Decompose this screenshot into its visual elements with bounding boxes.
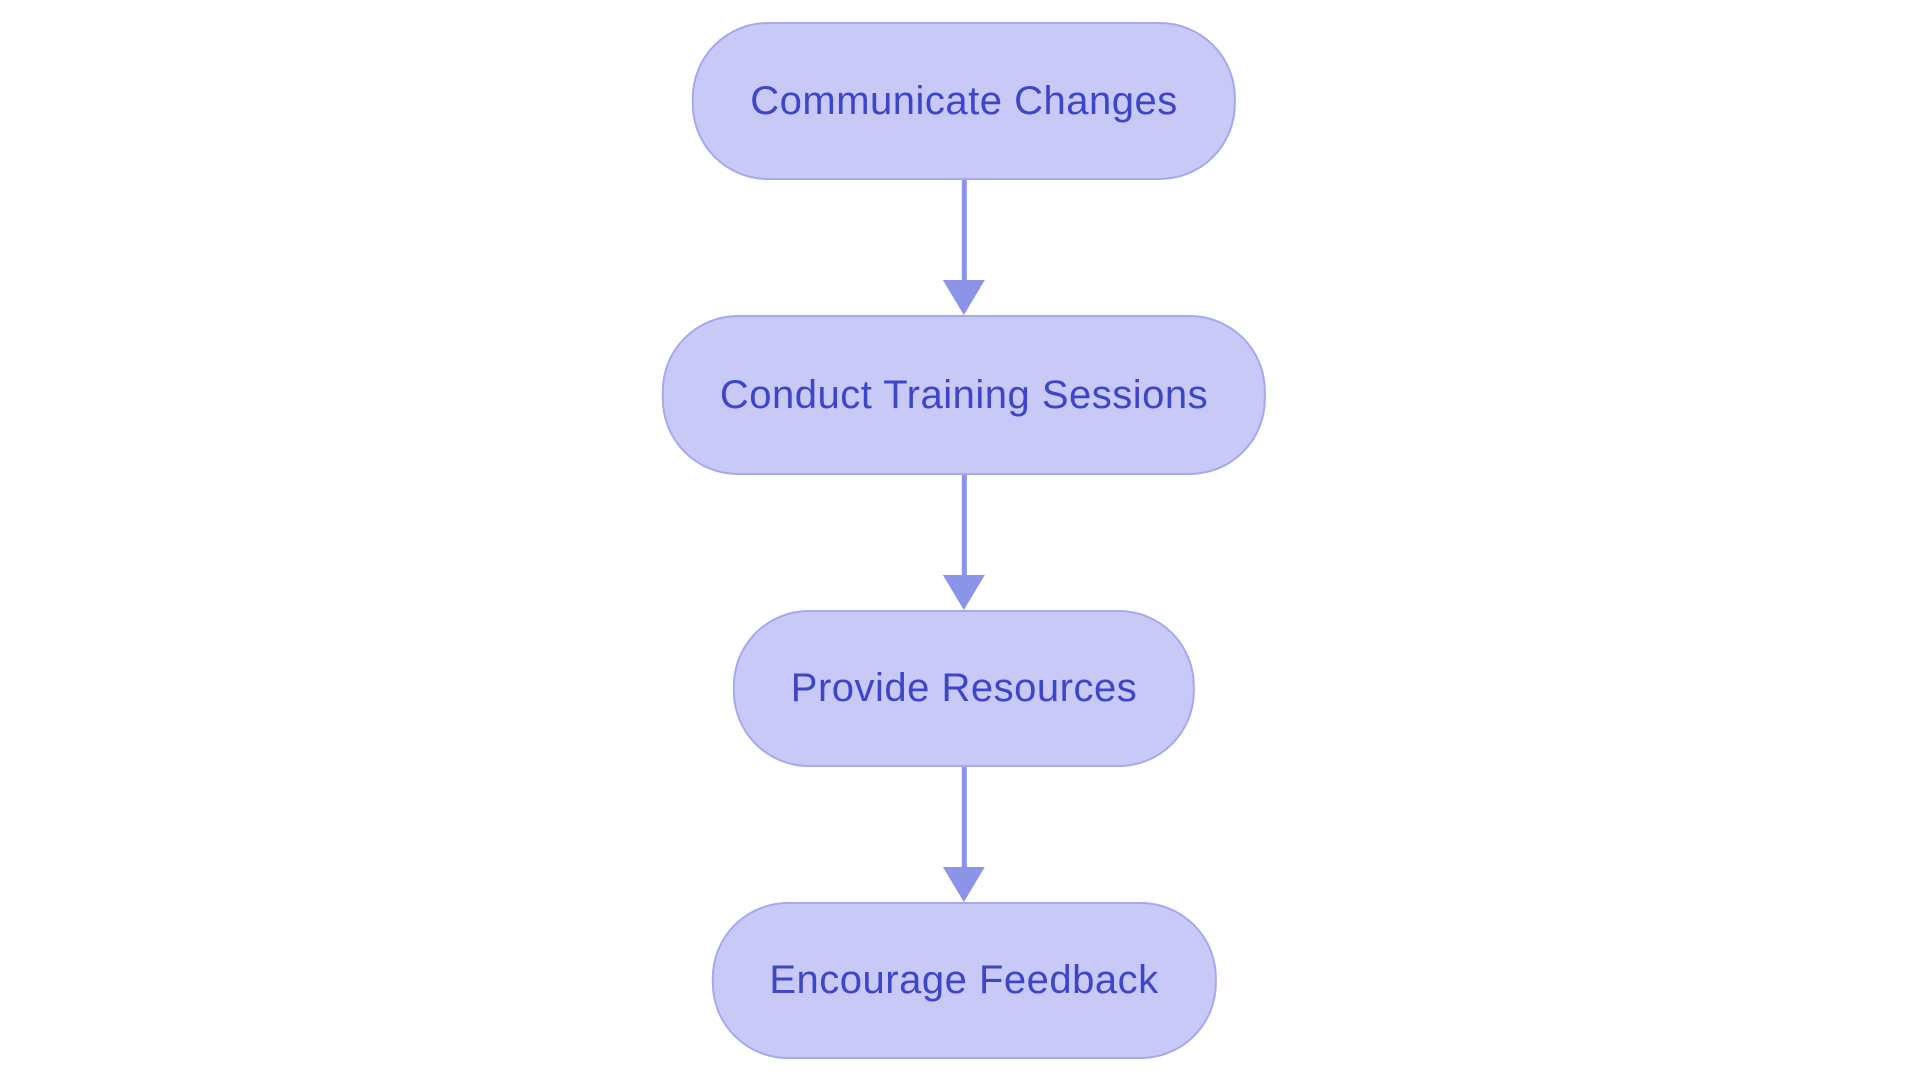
flow-node-label: Provide Resources: [790, 666, 1138, 710]
flow-arrow-2: [942, 475, 985, 610]
arrow-line: [961, 180, 967, 280]
arrow-line: [961, 767, 967, 867]
flow-arrow-3: [942, 767, 985, 902]
flow-node-provide-resources: Provide Resources: [732, 610, 1196, 767]
flowchart-canvas: Communicate Changes Conduct Training Ses…: [661, 0, 1267, 1059]
flow-node-encourage-feedback: Encourage Feedback: [711, 902, 1217, 1059]
flow-node-conduct-training-sessions: Conduct Training Sessions: [661, 315, 1267, 475]
arrow-line: [961, 475, 967, 575]
arrow-down-icon: [942, 867, 985, 902]
arrow-down-icon: [942, 280, 985, 315]
flow-node-label: Encourage Feedback: [769, 958, 1159, 1002]
flow-node-label: Communicate Changes: [750, 78, 1178, 123]
flow-node-communicate-changes: Communicate Changes: [692, 22, 1236, 180]
flow-arrow-1: [942, 180, 985, 315]
flow-node-label: Conduct Training Sessions: [719, 372, 1209, 417]
arrow-down-icon: [942, 575, 985, 610]
